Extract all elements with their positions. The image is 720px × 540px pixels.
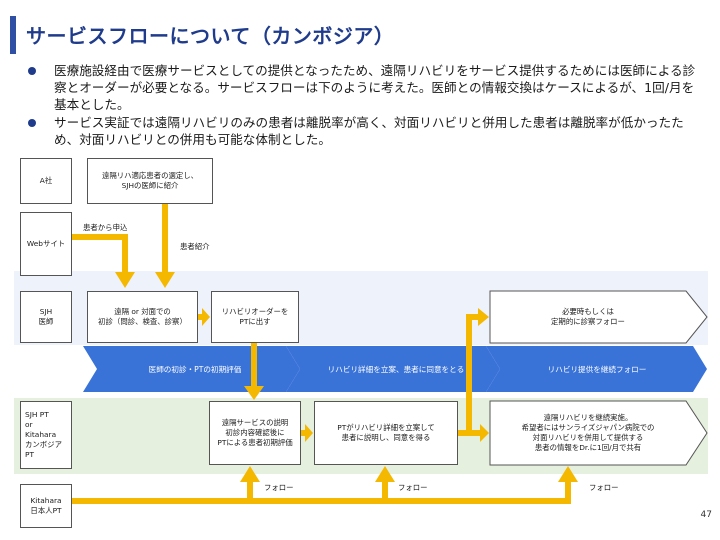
rehab-plan-box: PTがリハビリ詳細を立案して 患者に説明し、同意を得る — [314, 401, 458, 465]
follow-label-1: フォロー — [264, 483, 294, 492]
bullet-text: 医療施設経由で医療サービスとしての提供となったため、遠隔リハビリをサービス提供す… — [54, 63, 696, 112]
refer-label: 患者紹介 — [180, 242, 210, 251]
bullet-dot-icon — [28, 67, 36, 75]
phase-arrow-2 — [286, 346, 500, 392]
followup-text: 必要時もしくは 定期的に診察フォロー — [551, 307, 625, 326]
page-title: サービスフローについて（カンボジア） — [26, 24, 395, 48]
bullet-list: 医療施設経由で医療サービスとしての提供となったため、遠隔リハビリをサービス提供す… — [26, 62, 706, 149]
bullet-item: 医療施設経由で医療サービスとしての提供となったため、遠隔リハビリをサービス提供す… — [26, 62, 706, 113]
phase-label-2: リハビリ詳細を立案、患者に同意をとる — [328, 364, 465, 374]
phase-arrow-3 — [486, 346, 707, 392]
bullet-item: サービス実証では遠隔リハビリのみの患者は離脱率が高く、対面リハビリと併用した患者… — [26, 114, 706, 148]
follow-label-2: フォロー — [398, 483, 428, 492]
lane-website: Webサイト — [20, 212, 72, 276]
rehab-order-box: リハビリオーダーを PTに出す — [211, 291, 299, 343]
lane-a-company: A社 — [20, 158, 72, 204]
page-number: 47 — [700, 510, 712, 520]
select-patient-box: 遠隔リハ適応患者の選定し、 SJHの医師に紹介 — [87, 158, 213, 204]
apply-label: 患者から申込 — [83, 223, 128, 232]
lane-sjh-doctor: SJH 医師 — [20, 291, 72, 343]
lane-pt: SJH PT or Kitahara カンボジアPT — [20, 401, 72, 469]
phase-label-1: 医師の初診・PTの初期評価 — [149, 364, 242, 374]
initial-exam-box: 遠隔 or 対面での 初診（問診、検査、診察） — [87, 291, 198, 343]
bullet-dot-icon — [28, 119, 36, 127]
continue-text: 遠隔リハビリを継続実施。 希望者にはサンライズジャパン病院での 対面リハビリを併… — [521, 413, 655, 452]
lane-japanese-pt: Kitahara 日本人PT — [20, 484, 72, 528]
phase-label-3: リハビリ提供を継続フォロー — [548, 364, 647, 374]
phase-arrow-1 — [83, 346, 300, 392]
initial-evaluation-box: 遠隔サービスの説明 初診内容確認後に PTによる患者初期評価 — [209, 401, 301, 465]
follow-label-3: フォロー — [589, 483, 619, 492]
bullet-text: サービス実証では遠隔リハビリのみの患者は離脱率が高く、対面リハビリと併用した患者… — [54, 115, 684, 147]
title-accent-bar — [10, 16, 16, 54]
